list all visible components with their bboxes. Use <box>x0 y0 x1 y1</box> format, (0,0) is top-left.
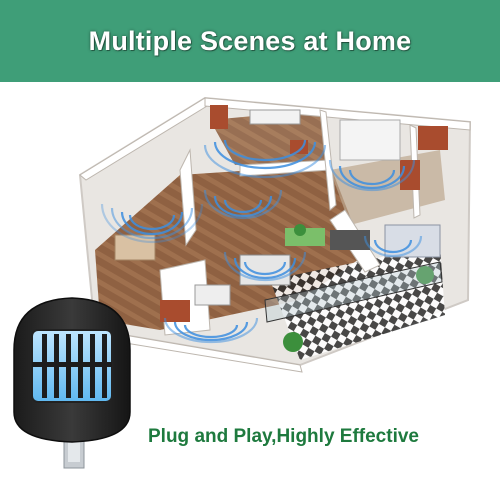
floor-plan-illustration <box>13 96 472 469</box>
header-banner: Multiple Scenes at Home <box>0 0 500 82</box>
signal-waves <box>100 139 423 344</box>
banner-title: Multiple Scenes at Home <box>88 25 412 56</box>
mosquito-lamp-device <box>13 297 131 469</box>
caption-text: Plug and Play,Highly Effective <box>148 426 419 447</box>
floor-plan <box>78 96 472 373</box>
